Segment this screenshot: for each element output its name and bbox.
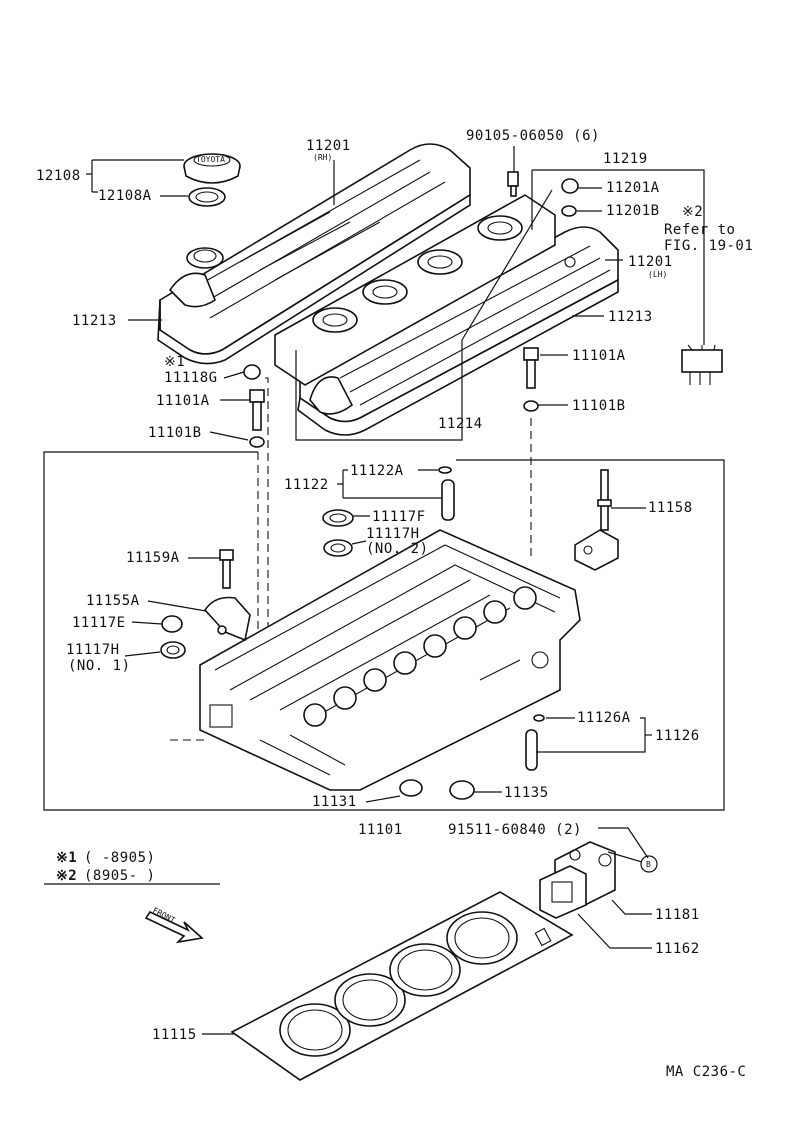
label-11122a: 11122A (350, 463, 404, 479)
label-fig-19-01: FIG. 19-01 (664, 238, 753, 254)
plug-11135 (449, 780, 475, 800)
svg-text:TOYOTA: TOYOTA (196, 155, 225, 164)
cylinder-head (199, 529, 581, 791)
gasket-11122a (438, 466, 452, 474)
camshaft-bearing-cap (574, 529, 619, 571)
plug-11118g (243, 364, 261, 380)
seal-11117h-no1 (160, 641, 186, 659)
oil-filler-cap-gasket (188, 187, 226, 207)
cylinder-head-gasket (230, 891, 574, 1081)
circle-b-marker (640, 855, 658, 873)
label-11101b-left: 11101B (148, 425, 202, 441)
label-11117f: 11117F (372, 509, 426, 525)
label-no2: (NO. 2) (366, 541, 429, 557)
label-refer-to: Refer to (664, 222, 735, 238)
tube-11126 (525, 729, 538, 771)
wiring-connector (681, 344, 723, 385)
washer-11101b-left (249, 436, 265, 448)
valve-cover-lh (297, 226, 619, 436)
note1-range: ( -8905) (84, 850, 155, 866)
note2-range: (8905- ) (84, 868, 155, 884)
center-cover-plate (274, 194, 556, 386)
seal-11117h-no2 (323, 539, 353, 557)
label-lh: (LH) (648, 270, 667, 279)
gasket-11126a (533, 714, 545, 722)
label-11118g: 11118G (164, 370, 218, 386)
label-11135: 11135 (504, 785, 549, 801)
note2-mark: ※2 (56, 868, 77, 884)
label-mark2-refer: ※2 (682, 204, 703, 220)
valve-cover-gasket-outline (295, 189, 553, 441)
front-arrow-icon (144, 910, 204, 944)
figure-code: MA C236-C (666, 1064, 746, 1080)
label-11117e: 11117E (72, 615, 126, 631)
label-90105-06050: 90105-06050 (6) (466, 128, 600, 144)
label-circle-b: B (646, 860, 651, 869)
seal-washer-11201b (561, 205, 577, 217)
label-no1: (NO. 1) (68, 658, 131, 674)
leader-lines (44, 146, 705, 1035)
label-11101b-right: 11101B (572, 398, 626, 414)
label-11101a-left: 11101A (156, 393, 210, 409)
label-11181: 11181 (655, 907, 700, 923)
label-91511-60840: 91511-60840 (2) (448, 822, 582, 838)
label-11131: 11131 (312, 794, 357, 810)
label-11214: 11214 (438, 416, 483, 432)
bolt-11101a-left (249, 389, 265, 431)
label-11101: 11101 (358, 822, 403, 838)
bearing-cap-11155a (203, 596, 251, 642)
label-11122: 11122 (284, 477, 329, 493)
label-12108: 12108 (36, 168, 81, 184)
label-11213-left: 11213 (72, 313, 117, 329)
label-11115: 11115 (152, 1027, 197, 1043)
label-11158: 11158 (648, 500, 693, 516)
bolt-11159a (219, 549, 234, 589)
label-rh: (RH) (313, 153, 332, 162)
label-11201-rh: 11201 (306, 138, 351, 154)
label-11162: 11162 (655, 941, 700, 957)
note1-mark: ※1 (56, 850, 77, 866)
label-11201a: 11201A (606, 180, 660, 196)
label-11219: 11219 (603, 151, 648, 167)
seal-11117f (322, 509, 354, 527)
label-11101a-right: 11101A (572, 348, 626, 364)
label-11117h-no1: 11117H (66, 642, 120, 658)
plug-path (265, 377, 269, 690)
label-11201-lh: 11201 (628, 254, 673, 270)
label-11126a: 11126A (577, 710, 631, 726)
bolt-11101a-right (523, 347, 539, 389)
label-11117h-no2: 11117H (366, 526, 420, 542)
label-11126: 11126 (655, 728, 700, 744)
label-11201b: 11201B (606, 203, 660, 219)
washer-11101b-right (523, 400, 539, 412)
label-mark1: ※1 (164, 354, 185, 370)
label-11155a: 11155A (86, 593, 140, 609)
grommet-11201a (561, 178, 579, 194)
bolt-90105 (507, 171, 519, 197)
plug-11131 (399, 779, 423, 797)
cylinder-head-box (43, 451, 725, 811)
label-11213-right: 11213 (608, 309, 653, 325)
oil-filler-cap: TOYOTA (183, 153, 241, 184)
valve-cover-rh (157, 143, 471, 365)
tube-11122 (441, 479, 455, 521)
label-12108a: 12108A (98, 188, 152, 204)
seal-11117e (161, 615, 183, 633)
stud-bolt-11158 (597, 469, 612, 531)
water-outlet-gasket (539, 865, 587, 919)
label-11159a: 11159A (126, 550, 180, 566)
